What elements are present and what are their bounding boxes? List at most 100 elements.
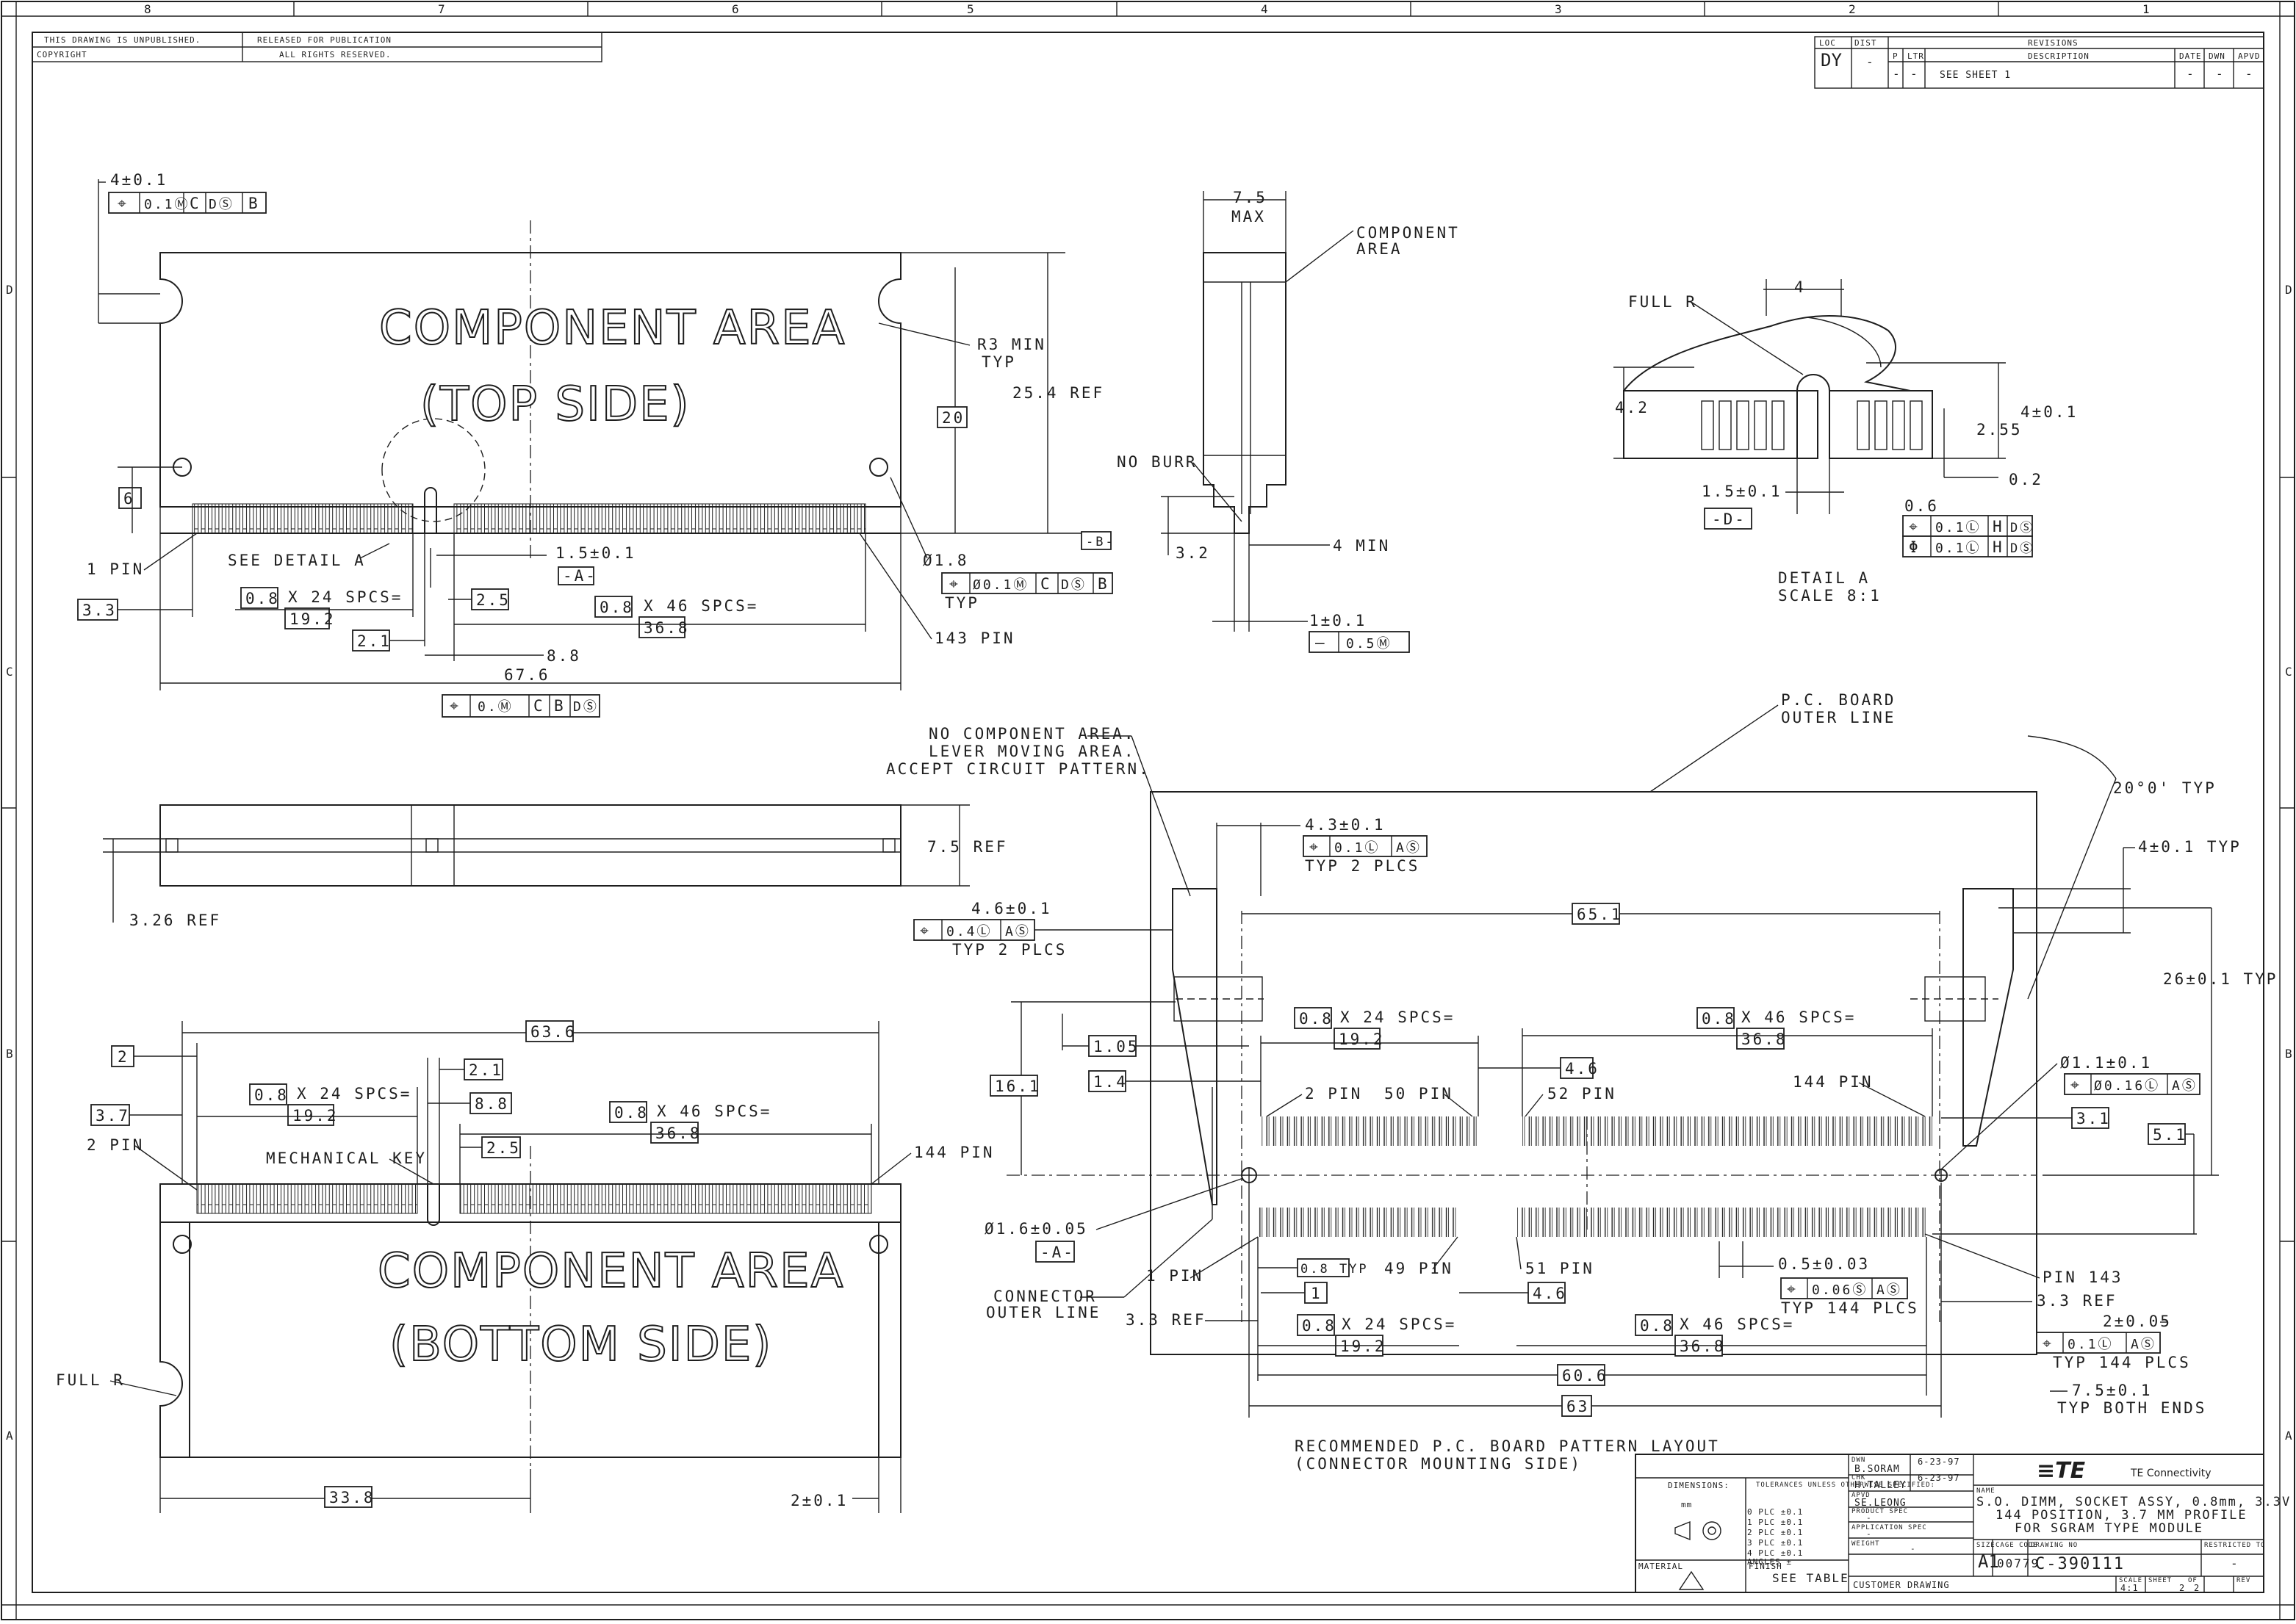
product-spec-label: PRODUCT SPEC	[1851, 1508, 1908, 1515]
dim-0-8b: 0.8	[600, 599, 634, 616]
fcf-cell: ⌖	[450, 697, 461, 715]
detail-pins-left	[1701, 400, 1785, 450]
dim-4-top: 4±0.1	[110, 171, 168, 189]
col-label: 7	[438, 2, 447, 16]
col-label: 1	[2142, 2, 2151, 16]
rights-note: ALL RIGHTS RESERVED.	[279, 50, 391, 59]
pcb-3-3-ref: 3.3 REF	[2037, 1292, 2117, 1310]
sheet-label: SHEET	[2148, 1577, 2172, 1584]
connector-label-1: CONNECTOR	[993, 1288, 1097, 1305]
rev-header: APVD	[2238, 51, 2261, 61]
fcf-cell: B	[554, 697, 566, 715]
fcf-cell: ⌖	[949, 575, 960, 593]
x46-label: X 46 SPCS=	[644, 597, 758, 615]
detail-dim-4-0-1: 4±0.1	[2020, 403, 2078, 421]
detail-dim-4: 4	[1794, 278, 1806, 296]
dim-36-8: 36.8	[644, 619, 690, 637]
detail-dim-1-5: 1.5±0.1	[1702, 483, 1782, 500]
dim-2-5: 2.5	[476, 591, 511, 609]
x24-label: X 24 SPCS=	[288, 588, 403, 606]
pcb-pin-51: 51 PIN	[1525, 1260, 1594, 1277]
fcf-cell: AⓈ	[2172, 1078, 2198, 1094]
tolerance-row: 3 PLC ±0.1	[1747, 1538, 1803, 1548]
pcb-typ-144: TYP 144 PLCS	[1781, 1299, 1919, 1317]
fcf-cell: 0.06Ⓢ	[1812, 1282, 1868, 1298]
pcb-pin-144: 144 PIN	[1793, 1073, 1874, 1091]
pcb-typ-144-b: TYP 144 PLCS	[2053, 1354, 2191, 1371]
detail-dim-0-2: 0.2	[2009, 471, 2043, 488]
drawn-date: 6-23-97	[1918, 1457, 1960, 1467]
pcb-dim-0-8: 0.8	[1299, 1010, 1334, 1028]
bottom-area-label-1: COMPONENT AREA	[378, 1244, 844, 1299]
product-spec-value: -	[1866, 1513, 1872, 1523]
dist-label: DIST	[1854, 38, 1877, 48]
rev-label: REV	[2236, 1577, 2250, 1584]
angle-label: 20°0' TYP	[2113, 779, 2217, 797]
tolerance-row: ANGLES ±	[1747, 1557, 1792, 1567]
edge-view: 7.5 REF 3.26 REF	[103, 804, 1006, 929]
pcb-dim-60-6: 60.6	[1562, 1367, 1608, 1385]
of-label: OF	[2188, 1577, 2198, 1584]
bottom-dim-0-8b: 0.8	[614, 1104, 649, 1122]
chk-label: CHK	[1851, 1474, 1865, 1482]
dim-20: 20	[942, 409, 965, 427]
col-label: 3	[1555, 2, 1563, 16]
checked-by: H.TALLEY	[1854, 1480, 1907, 1491]
fcf-cell: C	[1040, 575, 1052, 593]
datum-a-top: -A-	[563, 567, 597, 585]
size-value: A1	[1978, 1551, 1999, 1572]
pcb-dim-3-1: 3.1	[2076, 1110, 2111, 1127]
no-comp-2: LEVER MOVING AREA.	[929, 743, 1136, 760]
pcb-layout: NO COMPONENT AREA. LEVER MOVING AREA. AC…	[886, 691, 2275, 1473]
side-view: 7.5 MAX COMPONENT AREA NO BURR 3.2 4 MIN…	[1117, 189, 1458, 653]
bottom-dim-33-8: 33.8	[329, 1489, 375, 1506]
fcf-cell: AⓈ	[2131, 1337, 2156, 1352]
released-note: RELEASED FOR PUBLICATION	[257, 35, 392, 45]
pcb-dim-7-5: 7.5±0.1	[2072, 1382, 2153, 1399]
dim-0-8: 0.8	[245, 590, 280, 607]
sheet-value: 2	[2179, 1583, 2185, 1593]
weight-label: WEIGHT	[1851, 1540, 1880, 1548]
fcf-cell: DⓈ	[1061, 577, 1087, 593]
pcb-3-3-ref-b: 3.3 REF	[1126, 1311, 1206, 1329]
fcf-cell: C	[533, 697, 545, 715]
bottom-area-label-2: (BOTTOM SIDE)	[389, 1318, 772, 1372]
pcb-x46-b: X 46 SPCS=	[1680, 1316, 1794, 1333]
side-dim-3-2: 3.2	[1176, 544, 1210, 562]
detail-a-scale: SCALE 8:1	[1778, 587, 1882, 605]
row-label: B	[6, 1047, 15, 1061]
pcb-dim-0-8b: 0.8	[1702, 1010, 1736, 1028]
bottom-dim-63-6: 63.6	[530, 1023, 577, 1041]
dim-3-3: 3.3	[82, 602, 117, 619]
dim-2-1: 2.1	[357, 632, 392, 650]
col-label: 2	[1849, 2, 1857, 16]
cage-label: CAGE CODE	[1995, 1542, 2038, 1549]
application-spec-value: -	[1866, 1529, 1872, 1539]
fcf-cell: 0.1Ⓛ	[2068, 1337, 2114, 1352]
no-comp-1: NO COMPONENT AREA.	[929, 725, 1136, 743]
finish-label: FINISH	[1749, 1562, 1782, 1571]
drawn-by: B.SORAM	[1854, 1464, 1900, 1475]
bottom-dim-19-2: 19.2	[292, 1107, 339, 1125]
fcf-cell: Ø0.16Ⓛ	[2094, 1078, 2160, 1094]
customer-drawing: CUSTOMER DRAWING	[1853, 1580, 1950, 1590]
pcb-dim-65-1: 65.1	[1577, 906, 1623, 923]
unpublished-note: THIS DRAWING IS UNPUBLISHED.	[44, 35, 201, 45]
rev-header: P	[1893, 51, 1899, 61]
pcb-dim-0-5: 0.5±0.03	[1778, 1255, 1870, 1273]
pcb-datum-a: -A-	[1040, 1244, 1075, 1261]
warning-icon	[1678, 1570, 1705, 1590]
no-burr: NO BURR	[1117, 453, 1198, 471]
dwn-label: DWN	[1851, 1457, 1865, 1464]
rev-cell: -	[2187, 67, 2195, 81]
pcb-typ-2-plcs: TYP 2 PLCS	[1305, 857, 1419, 875]
fcf-cell: 0.1Ⓛ	[1935, 541, 1982, 556]
detail-pins-right	[1857, 400, 1923, 450]
pcb-x24-b: X 24 SPCS=	[1342, 1316, 1456, 1333]
loc-value: DY	[1821, 50, 1842, 71]
full-r-detail: FULL R	[1628, 293, 1697, 311]
side-max: MAX	[1231, 208, 1266, 225]
fcf-cell: DⓈ	[2010, 541, 2034, 556]
revisions-block: LOC DY DIST - REVISIONS P LTR DESCRIPTIO…	[1814, 36, 2264, 89]
